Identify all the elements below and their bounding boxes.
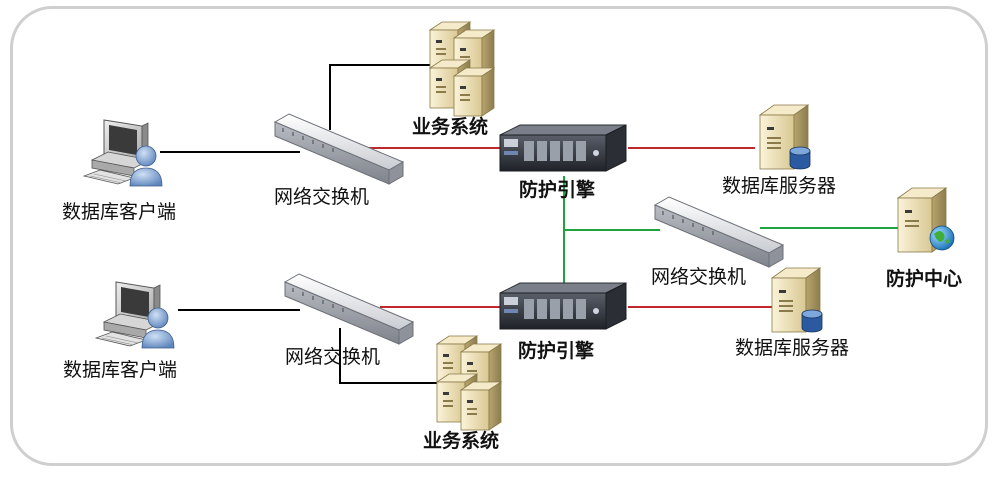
engine-top bbox=[499, 124, 627, 172]
biz-system-bottom bbox=[437, 336, 501, 430]
label-client-bottom: 数据库客户端 bbox=[63, 359, 178, 381]
label-switch-mid: 网络交换机 bbox=[651, 266, 747, 288]
link-switch-bottom-biz-bottom bbox=[339, 328, 440, 384]
label-switch-top: 网络交换机 bbox=[274, 186, 370, 208]
label-protection-center: 防护中心 bbox=[886, 268, 963, 290]
label-db-server-top: 数据库服务器 bbox=[722, 175, 837, 197]
label-db-server-bottom: 数据库服务器 bbox=[735, 337, 850, 359]
db-server-bottom bbox=[771, 267, 823, 333]
db-server-top bbox=[759, 104, 811, 170]
link-switch-top-biz-top bbox=[329, 64, 432, 130]
label-client-top: 数据库客户端 bbox=[62, 201, 177, 223]
label-biz-top: 业务系统 bbox=[412, 116, 489, 138]
biz-system-top bbox=[430, 22, 494, 116]
label-engine-top: 防护引擎 bbox=[519, 179, 596, 201]
switch-bottom bbox=[284, 273, 414, 345]
label-switch-bottom: 网络交换机 bbox=[285, 346, 381, 368]
engine-bottom bbox=[499, 282, 627, 330]
client-bottom bbox=[95, 281, 175, 349]
client-top bbox=[83, 119, 163, 187]
links bbox=[160, 64, 898, 384]
switch-mid bbox=[654, 196, 784, 268]
label-engine-bottom: 防护引擎 bbox=[518, 340, 595, 362]
protection-center-server bbox=[897, 187, 955, 253]
label-biz-bottom: 业务系统 bbox=[423, 430, 500, 452]
